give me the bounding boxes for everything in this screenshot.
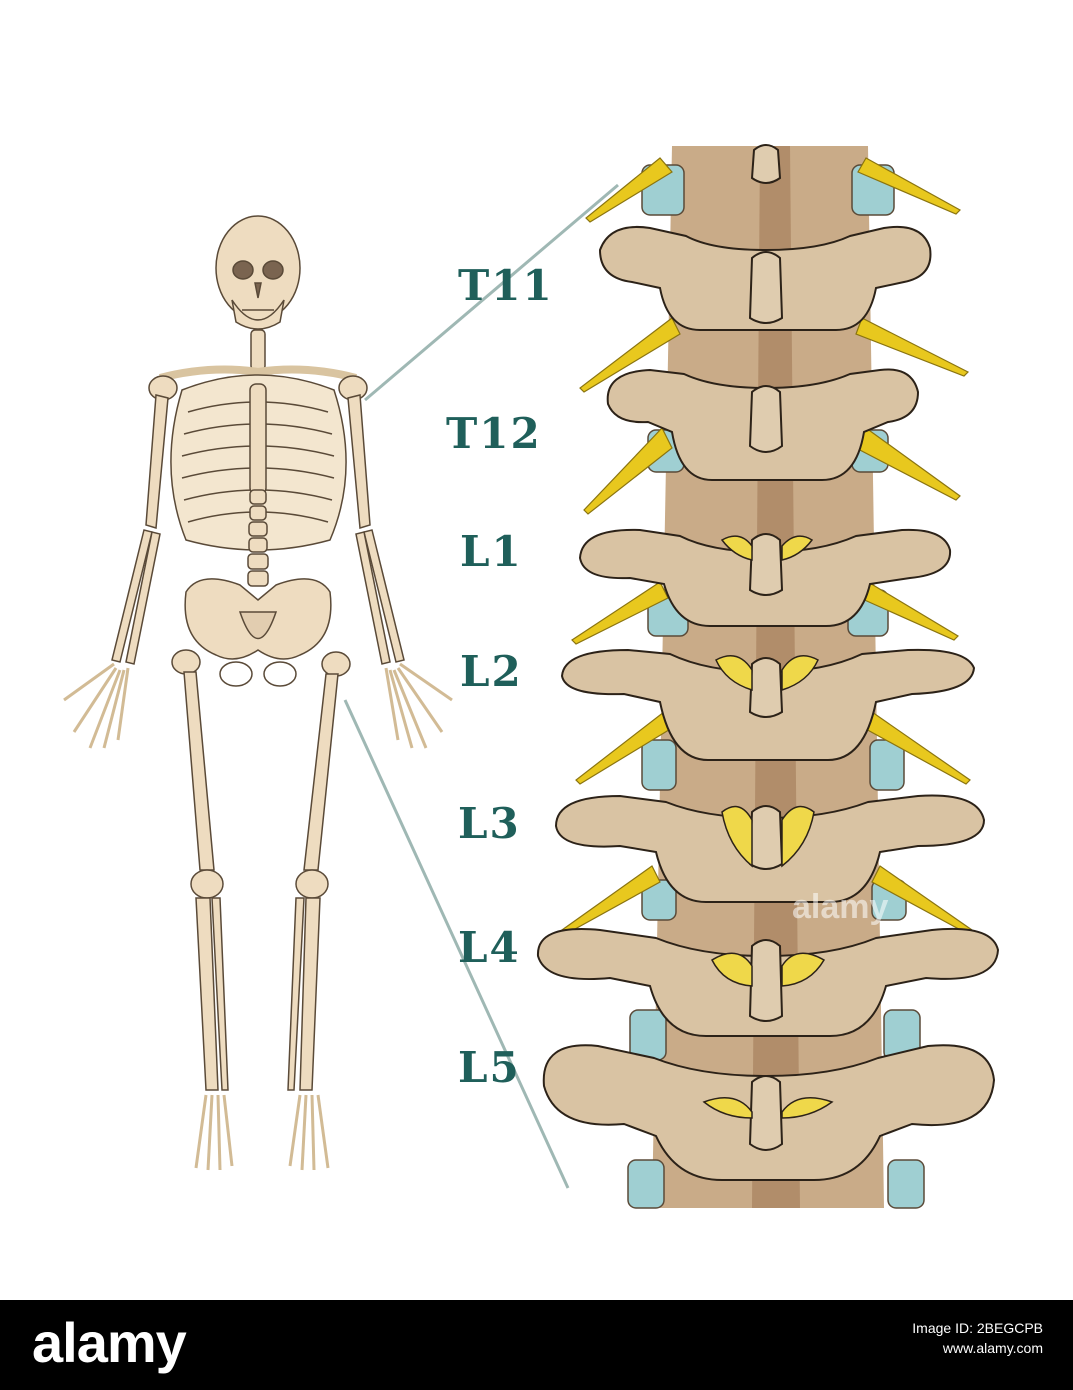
label-l5: L5 <box>458 1043 521 1092</box>
label-t11: T11 <box>458 261 554 310</box>
rib-cage <box>170 374 347 551</box>
spinal-nerves <box>561 157 973 935</box>
label-l3: L3 <box>458 799 521 848</box>
skeleton-figure <box>63 215 453 1171</box>
label-l2: L2 <box>460 647 523 696</box>
zoom-callout-lines <box>343 183 619 1189</box>
legs <box>171 649 351 1091</box>
spine-anatomy-illustration: alamy T11 T12 L1 L2 L3 L4 L5 <box>63 144 1000 1209</box>
pelvis <box>184 578 332 687</box>
watermark-text: alamy <box>792 888 888 926</box>
skeleton-spine <box>247 489 269 587</box>
footer-info: Image ID: 2BEGCPB www.alamy.com <box>912 1318 1043 1358</box>
spinous-processes <box>748 144 784 1151</box>
arms <box>111 394 405 665</box>
label-l1: L1 <box>460 527 523 576</box>
stock-footer-bar: alamy Image ID: 2BEGCPB www.alamy.com <box>0 1300 1073 1390</box>
site-url-text: www.alamy.com <box>942 1340 1043 1356</box>
label-t12: T12 <box>446 409 542 458</box>
vertebra-labels: T11 T12 L1 L2 L3 L4 L5 <box>446 261 554 1092</box>
image-id-text: Image ID: 2BEGCPB <box>912 1320 1043 1336</box>
alamy-logo: alamy <box>32 1311 187 1374</box>
ligamentum-flavum <box>702 535 834 1119</box>
label-l4: L4 <box>458 923 521 972</box>
skull <box>215 215 301 330</box>
hands <box>63 662 453 749</box>
feet <box>194 1094 330 1171</box>
spine-detail: alamy <box>536 144 1000 1209</box>
